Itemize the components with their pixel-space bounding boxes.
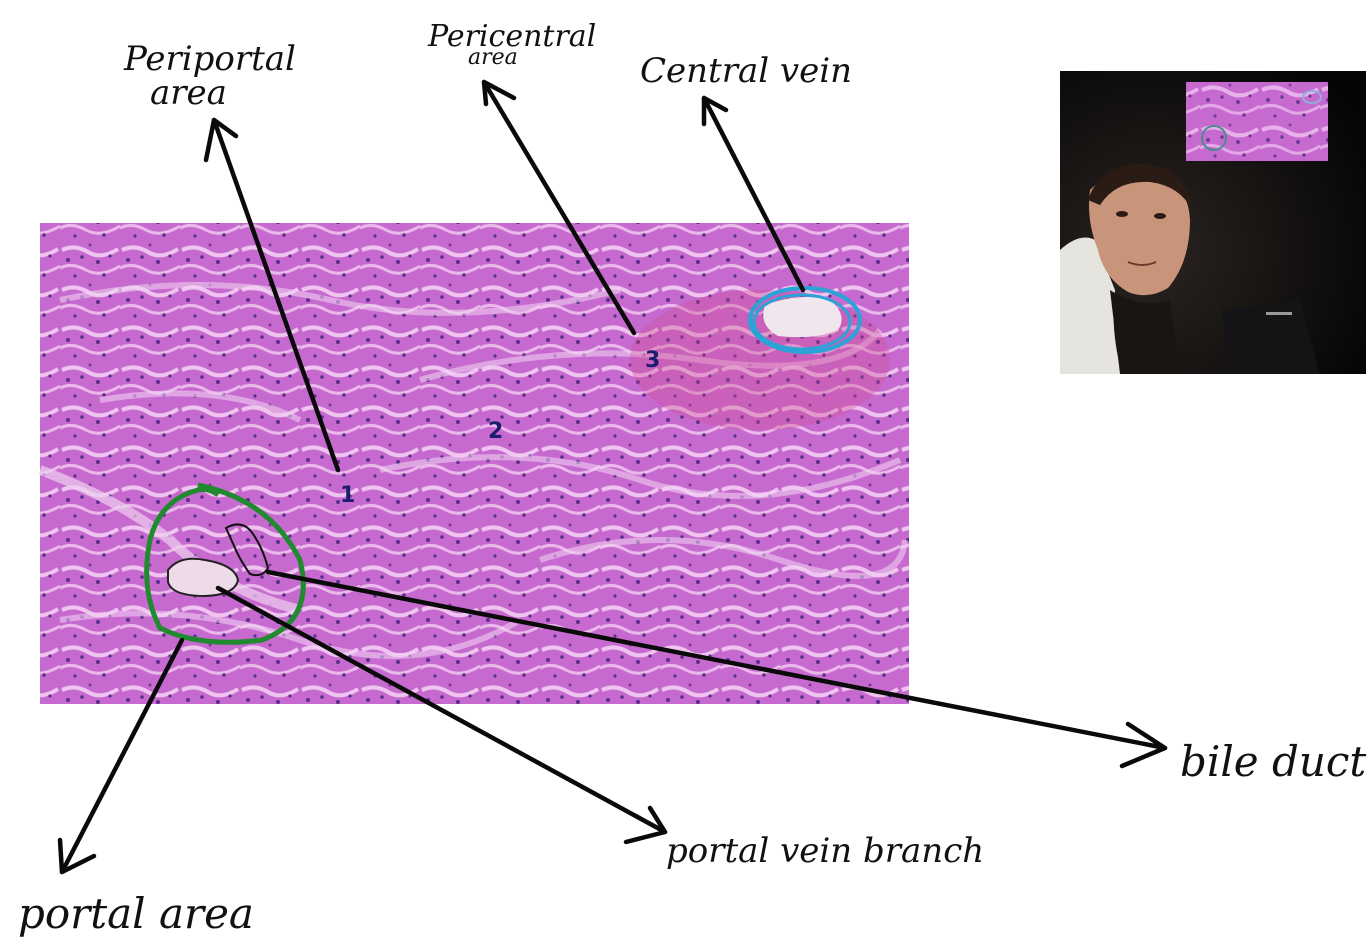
- label-central-vein: Central vein: [640, 51, 852, 91]
- central-vein-lumen: [763, 297, 841, 337]
- label-periportal-line2: area: [150, 73, 227, 113]
- laptop-light: [1266, 312, 1292, 315]
- pericentral-congestion: [630, 290, 890, 430]
- zone-number-1: 1: [340, 483, 355, 508]
- liver-histology-image: 1 2 3: [40, 223, 909, 704]
- projected-slide-tissue: [1186, 82, 1328, 161]
- label-pericentral-line2: area: [468, 45, 518, 70]
- label-bile-duct: bile duct: [1180, 737, 1366, 786]
- inset-photo: [1060, 71, 1366, 374]
- person-eye-right: [1154, 213, 1166, 219]
- person-eye-left: [1116, 211, 1128, 217]
- label-portal-vein-branch: portal vein branch: [666, 831, 984, 871]
- label-portal-area: portal area: [18, 889, 254, 938]
- zone-number-3: 3: [645, 348, 660, 373]
- zone-number-2: 2: [488, 419, 503, 444]
